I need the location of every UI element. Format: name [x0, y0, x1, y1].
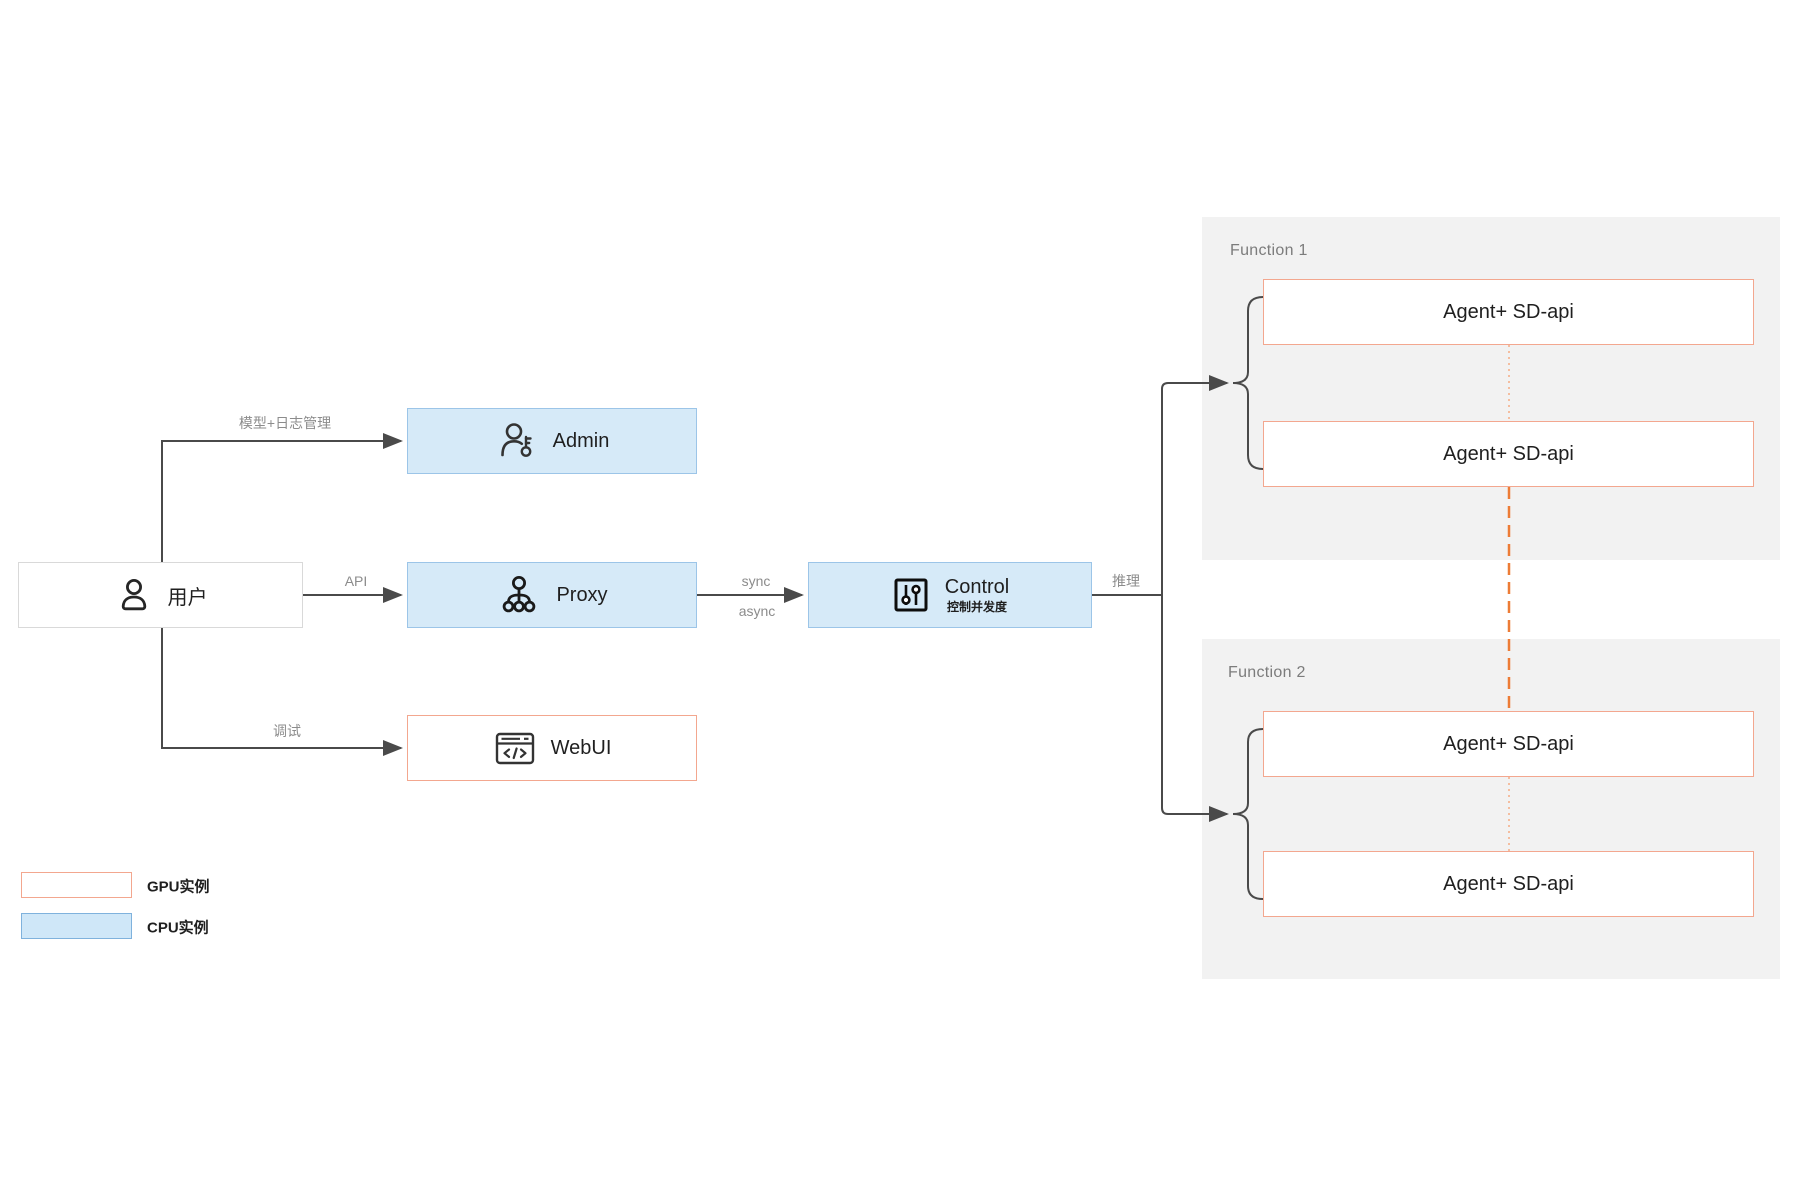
- node-agent-sd-api: Agent+ SD-api: [1263, 421, 1754, 487]
- node-user-label: 用户: [167, 586, 208, 609]
- node-webui: WebUI: [407, 715, 697, 781]
- node-proxy-label: Proxy: [556, 583, 608, 606]
- agent-label: Agent+ SD-api: [1443, 872, 1574, 895]
- edge-label-inference: 推理: [1112, 573, 1140, 589]
- control-sliders-icon: [894, 578, 928, 612]
- edge-label-api: API: [344, 573, 368, 589]
- agent-label: Agent+ SD-api: [1443, 732, 1574, 755]
- brace-function-2: [1232, 728, 1264, 900]
- proxy-tree-icon: [503, 576, 536, 613]
- function-1-title: Function 1: [1230, 242, 1308, 259]
- edge-user-admin: [161, 433, 403, 562]
- node-proxy: Proxy: [407, 562, 697, 628]
- function-1-panel: [1202, 217, 1780, 560]
- edge-label-debug: 调试: [273, 723, 301, 739]
- control-text-block: Control 控制并发度: [945, 576, 1009, 615]
- edge-label-async: async: [738, 603, 776, 619]
- function-2-title: Function 2: [1228, 664, 1306, 681]
- edge-branch-function-1: [1161, 375, 1229, 595]
- node-agent-sd-api: Agent+ SD-api: [1263, 279, 1754, 345]
- agent-label: Agent+ SD-api: [1443, 442, 1574, 465]
- edge-branch-function-2: [1161, 595, 1229, 822]
- node-control-sublabel: 控制并发度: [946, 599, 1007, 614]
- agent-label: Agent+ SD-api: [1443, 300, 1574, 323]
- webui-browser-icon: [495, 732, 534, 765]
- node-agent-sd-api: Agent+ SD-api: [1263, 711, 1754, 777]
- edge-user-webui: [161, 628, 403, 756]
- person-icon: [121, 579, 146, 611]
- admin-key-icon: [500, 423, 532, 457]
- node-agent-sd-api: Agent+ SD-api: [1263, 851, 1754, 917]
- node-control: Control 控制并发度: [808, 562, 1092, 628]
- function-2-panel: [1202, 639, 1780, 979]
- node-admin: Admin: [407, 408, 697, 474]
- node-user: 用户: [18, 562, 303, 628]
- edge-label-model-log: 模型+日志管理: [238, 415, 332, 431]
- node-control-label: Control: [944, 575, 1010, 598]
- brace-function-1: [1232, 296, 1264, 470]
- node-webui-label: WebUI: [550, 736, 612, 759]
- edge-label-sync: sync: [741, 573, 771, 589]
- node-admin-label: Admin: [552, 429, 610, 452]
